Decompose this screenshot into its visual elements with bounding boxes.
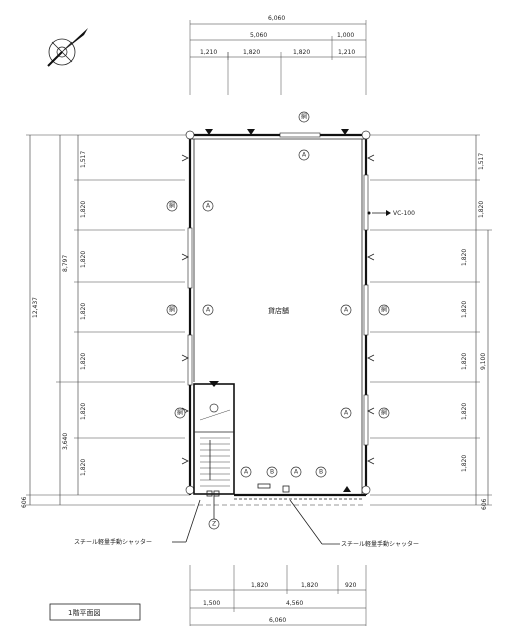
right-dimension-lines xyxy=(370,134,492,506)
bottom-dimension-lines xyxy=(189,565,367,626)
marker-A: A xyxy=(340,304,352,316)
right-span-5: 1,820 xyxy=(461,353,468,370)
left-span-5: 1,820 xyxy=(80,353,87,370)
top-span-2: 1,820 xyxy=(243,49,260,56)
svg-text:網: 網 xyxy=(169,306,175,314)
right-span-7: 1,820 xyxy=(461,455,468,472)
bottom-span-lower-2: 4,560 xyxy=(286,600,303,607)
right-span-1: 1,517 xyxy=(478,153,485,170)
column-marker xyxy=(185,130,195,140)
left-upper-total-dimension: 8,797 xyxy=(62,255,69,272)
svg-text:B: B xyxy=(319,469,323,476)
svg-text:網: 網 xyxy=(169,202,175,210)
top-sub-right-dimension: 1,000 xyxy=(337,32,354,39)
left-lower-total-dimension: 3,640 xyxy=(62,433,69,450)
stair xyxy=(193,381,235,495)
marker-A: A xyxy=(290,466,302,478)
svg-text:網: 網 xyxy=(177,409,183,417)
marker-A: A xyxy=(298,149,310,161)
marker-mesh: 網 xyxy=(166,304,178,316)
drawing-title: 1階平面図 xyxy=(68,608,100,617)
svg-text:網: 網 xyxy=(301,113,307,121)
bottom-span-upper-3: 920 xyxy=(345,582,357,589)
svg-text:A: A xyxy=(344,410,349,417)
marker-A: A xyxy=(202,304,214,316)
svg-text:A: A xyxy=(302,152,307,159)
marker-A: A xyxy=(340,407,352,419)
right-span-4: 1,820 xyxy=(461,301,468,318)
top-span-1: 1,210 xyxy=(200,49,217,56)
top-dimension-lines xyxy=(189,20,367,95)
marker-B: B xyxy=(266,466,278,478)
shutter-leaders xyxy=(172,499,340,545)
left-total-dimension: 12,437 xyxy=(32,297,39,318)
svg-text:A: A xyxy=(206,203,211,210)
column-marker xyxy=(361,485,371,495)
right-span-3: 1,820 xyxy=(461,249,468,266)
bottom-span-lower-1: 1,500 xyxy=(203,600,220,607)
top-span-3: 1,820 xyxy=(293,49,310,56)
marker-mesh: 網 xyxy=(378,304,390,316)
right-bottom-dimension: 606 xyxy=(481,498,488,510)
left-span-1: 1,517 xyxy=(80,151,87,168)
right-span-6: 1,820 xyxy=(461,403,468,420)
marker-B: B xyxy=(315,466,327,478)
marker-mesh: 網 xyxy=(378,407,390,419)
bottom-span-upper-1: 1,820 xyxy=(251,582,268,589)
room-label: 貸店舗 xyxy=(268,306,289,315)
svg-text:網: 網 xyxy=(381,409,387,417)
left-span-3: 1,820 xyxy=(80,251,87,268)
svg-text:A: A xyxy=(344,307,349,314)
top-subtotal-dimension: 5,060 xyxy=(250,32,267,39)
column-marker xyxy=(361,130,371,140)
right-span-2: 1,820 xyxy=(478,201,485,218)
left-span-4: 1,820 xyxy=(80,303,87,320)
marker-mesh: 網 xyxy=(174,407,186,419)
shutter-label-right: スチール軽量手動シャッター xyxy=(341,540,419,548)
north-arrow-icon xyxy=(47,28,88,67)
marker-mesh: 網 xyxy=(298,111,310,123)
entrance-detail xyxy=(206,483,290,519)
left-span-2: 1,820 xyxy=(80,201,87,218)
marker-mesh: 網 xyxy=(166,200,178,212)
svg-text:網: 網 xyxy=(381,306,387,314)
svg-text:A: A xyxy=(206,307,211,314)
shutter-label-left: スチール軽量手動シャッター xyxy=(74,538,152,546)
marker-A: A xyxy=(202,200,214,212)
bottom-total-dimension: 6,060 xyxy=(269,617,286,624)
svg-text:A: A xyxy=(244,469,249,476)
vc-equipment xyxy=(367,210,391,216)
right-total-dimension: 9,100 xyxy=(480,353,487,370)
building-outline xyxy=(187,132,369,506)
top-total-dimension: 6,060 xyxy=(268,15,285,22)
left-span-6: 1,820 xyxy=(80,403,87,420)
left-bottom-dimension: 606 xyxy=(21,496,28,508)
svg-text:A: A xyxy=(294,469,299,476)
column-marker xyxy=(185,485,195,495)
marker-A: A xyxy=(240,466,252,478)
title-box xyxy=(49,603,141,621)
top-span-4: 1,210 xyxy=(338,49,355,56)
left-dimension-lines xyxy=(26,134,190,506)
marker-Z: Z xyxy=(208,518,220,530)
left-span-7: 1,820 xyxy=(80,459,87,476)
svg-text:Z: Z xyxy=(212,521,216,528)
equipment-label: VC-100 xyxy=(393,210,415,217)
triangle-markers xyxy=(181,129,375,492)
svg-text:B: B xyxy=(270,469,274,476)
bottom-span-upper-2: 1,820 xyxy=(301,582,318,589)
